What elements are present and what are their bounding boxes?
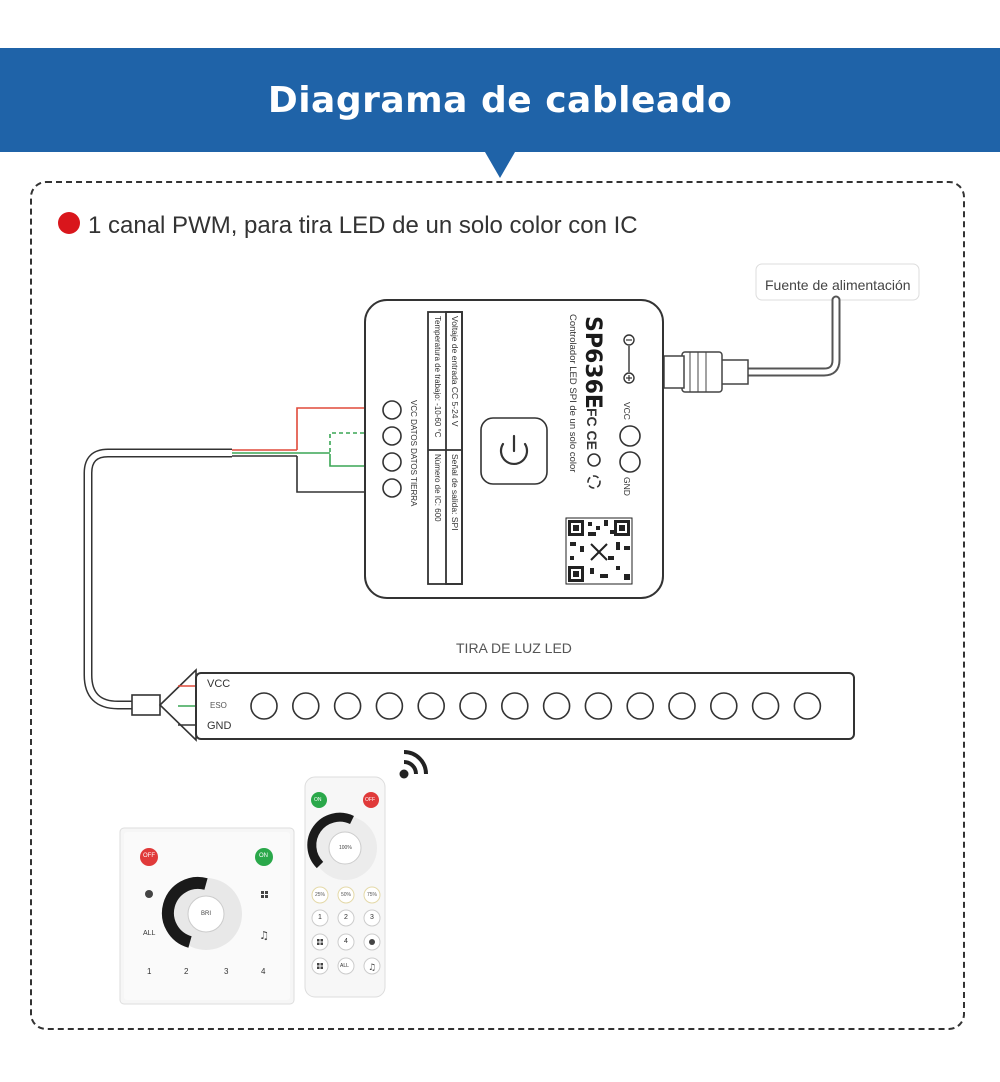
led-dot xyxy=(500,692,529,720)
svg-text:♫: ♫ xyxy=(368,963,376,973)
wall-panel: ♫ xyxy=(119,827,295,1005)
port-gnd xyxy=(619,451,641,473)
spec-output-signal: Señal de salida: SPI xyxy=(450,454,460,531)
led-dot xyxy=(793,692,822,720)
led-dot xyxy=(417,692,446,720)
strip-pin-vcc: VCC xyxy=(207,678,231,690)
power-cable xyxy=(741,295,841,377)
diagram-frame xyxy=(30,181,965,1030)
port-vcc xyxy=(619,425,641,447)
subtitle: 1 canal PWM, para tira LED de un solo co… xyxy=(88,212,638,239)
led-dot xyxy=(542,692,571,720)
wire-green xyxy=(329,454,364,467)
strip-pin-gnd: GND xyxy=(207,720,232,732)
svg-text:♫: ♫ xyxy=(259,929,269,942)
remote-off-label: OFF xyxy=(365,797,375,803)
remote-button-3: 3 xyxy=(370,914,374,921)
strip-connector xyxy=(131,694,161,716)
recycle-icon xyxy=(587,453,601,489)
led-dot xyxy=(626,692,655,720)
remote-on-label: ON xyxy=(314,797,322,803)
panel-button-4: 4 xyxy=(261,967,266,976)
terminal-labels: VCC DATOS DATOS TIERRA xyxy=(409,400,418,507)
led-dot xyxy=(584,692,613,720)
remote-off-button xyxy=(363,792,379,808)
spec-table xyxy=(427,311,463,585)
spec-input-voltage: Voltaje de entrada CC 5-24 V xyxy=(450,316,460,427)
remote-preset-2: 50% xyxy=(341,892,352,898)
banner-pointer xyxy=(485,152,515,178)
led-dot xyxy=(459,692,487,720)
led-dot xyxy=(375,692,404,720)
remote-button-4: 4 xyxy=(344,938,348,945)
led-dots xyxy=(250,692,822,720)
panel-button-1: 1 xyxy=(147,967,152,976)
terminal-data2 xyxy=(382,452,402,472)
controller-model: SP636E xyxy=(580,316,605,409)
handheld-remote: ♫ xyxy=(304,776,386,998)
panel-on-button xyxy=(255,848,273,866)
wifi-signal-icon xyxy=(399,750,428,779)
remote-preset-3: 75% xyxy=(367,892,378,898)
main-cable xyxy=(83,448,232,710)
spec-ic-count: Número de IC: 600 xyxy=(433,454,442,522)
panel-off-button xyxy=(140,848,158,866)
remote-preset-1: 25% xyxy=(315,892,326,898)
panel-button-2: 2 xyxy=(184,967,189,976)
remote-all-label: ALL xyxy=(340,963,349,969)
led-strip-label: TIRA DE LUZ LED xyxy=(456,640,572,656)
page-title: Diagrama de cableado xyxy=(267,80,733,121)
panel-on-label: ON xyxy=(259,853,268,859)
qr-code-icon xyxy=(565,517,633,585)
led-dot xyxy=(668,692,696,720)
terminal-data1 xyxy=(382,426,402,446)
panel-button-3: 3 xyxy=(224,967,229,976)
led-dot xyxy=(333,692,362,720)
dc-polarity-icon xyxy=(623,334,635,384)
power-button-icon xyxy=(499,434,529,465)
wire-green-dashed xyxy=(329,432,364,452)
remote-dial-label: 100% xyxy=(339,845,352,851)
controller-certifications: FC CE xyxy=(584,408,600,450)
remote-button-2: 2 xyxy=(344,914,348,921)
wire-red xyxy=(296,407,364,450)
panel-all-label: ALL xyxy=(143,930,156,937)
panel-dial-label: BRI xyxy=(201,911,212,917)
remote-on-button xyxy=(311,792,327,808)
led-dot xyxy=(709,692,738,720)
led-dot xyxy=(291,692,320,720)
terminal-gnd xyxy=(382,478,402,498)
remote-button-1: 1 xyxy=(318,914,322,921)
controller-description: Controlador LED SPI de un solo color xyxy=(567,314,578,473)
panel-off-label: OFF xyxy=(143,853,155,859)
dc-jack xyxy=(663,351,749,393)
wire-black xyxy=(296,456,364,493)
header-banner xyxy=(0,48,1000,152)
led-dot xyxy=(250,692,278,720)
port-gnd-label: GND xyxy=(622,477,632,496)
port-vcc-label: VCC xyxy=(622,402,632,420)
power-supply-label: Fuente de alimentación xyxy=(765,277,911,293)
bullet-icon xyxy=(58,212,80,234)
strip-pin-eso: ESO xyxy=(210,701,227,710)
terminal-vcc xyxy=(382,400,402,420)
led-dot xyxy=(751,692,780,720)
spec-temperature: Temperatura de trabajo: -10-60 °C xyxy=(433,316,442,438)
